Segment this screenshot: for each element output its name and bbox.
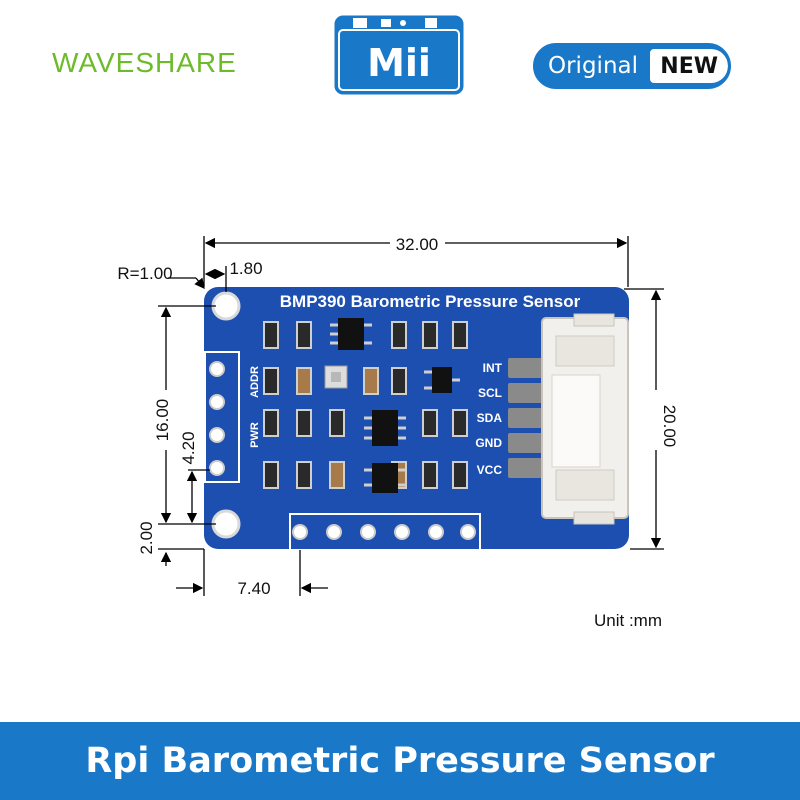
- bottom-header-outline: [289, 513, 481, 551]
- pin-label-scl: SCL: [478, 386, 502, 400]
- dimension-drawing: BMP390 Barometric Pressure Sensor ADDR P…: [117, 235, 679, 630]
- radius-dimension: [168, 266, 227, 292]
- original-label: Original: [548, 53, 639, 79]
- mounting-hole-bottom: [211, 509, 241, 539]
- left-pin: [209, 361, 225, 377]
- left-pin: [209, 394, 225, 410]
- bottom-pin: [326, 524, 342, 540]
- bottom-pin: [394, 524, 410, 540]
- hole-spacing-dimension: [158, 305, 216, 525]
- width-label: 32.00: [396, 235, 439, 254]
- bottom-pin: [360, 524, 376, 540]
- bottom-pin: [428, 524, 444, 540]
- pin-label-gnd: GND: [475, 436, 502, 450]
- edge-offset-label: 4.20: [179, 431, 198, 464]
- bottom-pin: [460, 524, 476, 540]
- brand-logo: WAVESHARE: [52, 47, 237, 78]
- board-title: BMP390 Barometric Pressure Sensor: [280, 292, 581, 311]
- header-offset-label: 7.40: [237, 579, 270, 598]
- mii-badge-graphic: Mii: [334, 15, 464, 95]
- left-header-outline: [204, 351, 240, 483]
- mii-badge: Mii: [333, 14, 465, 96]
- bottom-offset-label: 2.00: [137, 521, 156, 554]
- jst-connector: [508, 313, 629, 525]
- unit-label: Unit :mm: [594, 611, 662, 630]
- height-label: 20.00: [660, 405, 679, 448]
- hole-spacing-label: 16.00: [153, 399, 172, 442]
- footer-banner: Rpi Barometric Pressure Sensor: [0, 722, 800, 800]
- hole-offset-label: 1.80: [229, 259, 262, 278]
- bottom-pin: [292, 524, 308, 540]
- bottom-offset-dimension: [158, 548, 204, 566]
- left-pin: [209, 460, 225, 476]
- header-offset-dimension: [176, 549, 328, 596]
- bottom-header-pins: [292, 524, 476, 540]
- pin-label-sda: SDA: [477, 411, 503, 425]
- mii-label: Mii: [367, 41, 431, 85]
- left-header-pins: [209, 361, 225, 476]
- pin-label-vcc: VCC: [477, 463, 503, 477]
- sensor-port: [331, 372, 341, 382]
- transistor: [432, 367, 452, 393]
- smd-components: [263, 318, 468, 493]
- regulator-ic: [338, 318, 364, 350]
- pwr-label: PWR: [249, 422, 261, 448]
- addr-label: ADDR: [249, 366, 261, 398]
- original-new-badge: Original NEW: [533, 43, 731, 89]
- height-dimension: [624, 288, 664, 550]
- new-label: NEW: [650, 49, 728, 83]
- radius-label: R=1.00: [117, 264, 172, 283]
- mosfet-ic: [372, 463, 398, 493]
- mounting-hole-top: [211, 291, 241, 321]
- edge-offset-dimension: [186, 469, 210, 524]
- pin-label-int: INT: [483, 361, 503, 375]
- footer-title: Rpi Barometric Pressure Sensor: [85, 741, 715, 781]
- left-pin: [209, 427, 225, 443]
- level-shifter-ic: [372, 410, 398, 446]
